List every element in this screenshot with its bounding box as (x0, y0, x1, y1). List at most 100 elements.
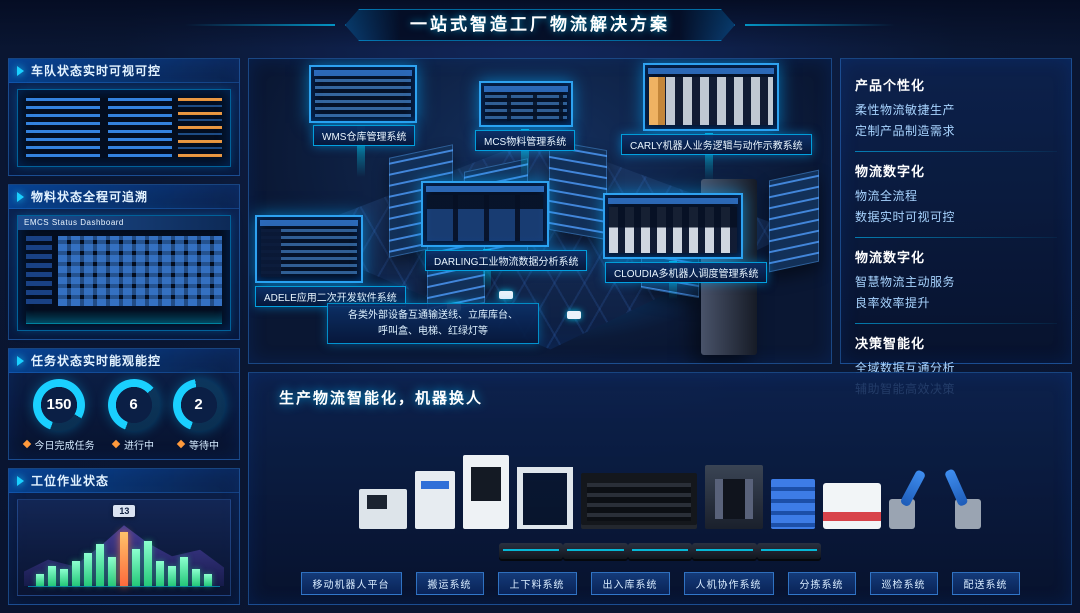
section-line: 数据实时可视可控 (855, 210, 956, 224)
equipment-bin-shelf (771, 479, 815, 529)
bar (48, 565, 56, 586)
bar (144, 540, 152, 586)
gauge-label: 等待中 (189, 440, 219, 452)
fleet-rows-grid (26, 98, 172, 158)
equipment-row (359, 419, 981, 529)
section-title-logistics-smart: 物流数字化 (855, 250, 926, 265)
chip-storage-system[interactable]: 出入库系统 (590, 572, 670, 595)
ws-bars (28, 524, 220, 587)
header-arrow-icon (17, 65, 24, 76)
gauge-completed: 150 今日完成任务 (22, 378, 95, 452)
bar-highlight (120, 532, 128, 586)
screen-label-carly: CARLY机器人业务逻辑与动作示教系统 (621, 134, 812, 155)
screen-label-cloudia: CLOUDIA多机器人调度管理系统 (605, 262, 768, 283)
section-title-product: 产品个性化 (855, 78, 926, 93)
gauge-label: 今日完成任务 (34, 440, 95, 452)
panel-fleet-status: 车队状态实时可视可控 (8, 58, 240, 176)
chip-mobile-robot-platform[interactable]: 移动机器人平台 (300, 572, 402, 595)
chip-delivery-system[interactable]: 配送系统 (951, 572, 1020, 595)
section-line: 定制产品制造需求 (855, 124, 956, 138)
chip-transport-system[interactable]: 搬运系统 (415, 572, 484, 595)
note-line-2: 呼叫盒、电梯、红绿灯等 (378, 325, 488, 337)
factory-scene-panel: WMS仓库管理系统 MCS物料管理系统 CARLY机器人业务逻辑与动作示教系统 … (248, 58, 832, 364)
diamond-bullet-icon (22, 439, 31, 449)
chip-collaboration-system[interactable]: 人机协作系统 (683, 572, 774, 595)
screen-label-mcs: MCS物料管理系统 (475, 130, 576, 151)
panel-fleet-body (17, 89, 231, 167)
panel-material-trace: 物料状态全程可追溯 EMCS Status Dashboard (8, 184, 240, 340)
section-divider (855, 237, 1057, 238)
section-line: 全域数据互通分析 (855, 361, 956, 375)
screen-cloudia (603, 193, 743, 259)
equipment-sorting-machine (581, 473, 697, 529)
panel-task-header: 任务状态实时能观能控 (9, 349, 239, 373)
equipment-headline: 生产物流智能化，机器换人 (279, 390, 484, 407)
bar (60, 569, 68, 586)
fleet-screen (17, 89, 231, 167)
gauge-ring: 150 (33, 378, 85, 431)
section-line: 智慧物流主动服务 (855, 275, 956, 289)
header-arrow-icon (17, 475, 24, 486)
section-divider (855, 323, 1057, 324)
panel-equipment: 生产物流智能化，机器换人 移动机器人平台 (248, 372, 1072, 605)
agv-cart (499, 543, 564, 559)
header-arrow-icon (17, 191, 24, 202)
gauge-label-row: 等待中 (176, 437, 219, 452)
light-beam (521, 129, 529, 177)
agv-robot (499, 291, 513, 299)
equipment-tower-cabinet (463, 455, 509, 529)
equipment-workbench (359, 489, 407, 529)
chip-sorting-system[interactable]: 分拣系统 (787, 572, 856, 595)
agv-cart (692, 543, 757, 559)
panel-fleet-header: 车队状态实时可视可控 (9, 59, 239, 83)
header-arrow-icon (17, 355, 24, 366)
gauge-in-progress: 6 进行中 (107, 378, 160, 452)
panel-task-status: 任务状态实时能观能控 150 今日完成任务 6 (8, 348, 240, 460)
emcs-status-grid (58, 236, 222, 306)
panel-value-points: 产品个性化 柔性物流敏捷生产 定制产品制造需求 物流数字化 物流全流程 数据实时… (840, 58, 1072, 396)
equipment-press-machine (705, 465, 763, 529)
agv-cart (627, 543, 693, 559)
title-wing-right (745, 24, 895, 26)
bar (180, 556, 188, 586)
emcs-screen: EMCS Status Dashboard (17, 215, 231, 331)
chip-inspection-system[interactable]: 巡检系统 (869, 572, 938, 595)
bar (192, 569, 200, 586)
section-line: 柔性物流敏捷生产 (855, 103, 956, 117)
page-title: 一站式智造工厂物流解决方案 (345, 9, 735, 41)
storage-rack (769, 169, 819, 273)
equipment-forklift-agv (823, 483, 881, 529)
bar (84, 553, 92, 586)
light-beam (357, 125, 365, 177)
emcs-sparkline (26, 310, 222, 324)
panel-task-title: 任务状态实时能观能控 (31, 354, 162, 368)
section-line: 物流全流程 (855, 189, 918, 203)
bar (72, 561, 80, 586)
section-divider (855, 151, 1057, 152)
agv-robot (567, 311, 581, 319)
bar (96, 544, 104, 586)
bar (108, 556, 116, 586)
gauge-value: 6 (129, 396, 138, 413)
screen-wms (309, 65, 417, 123)
screen-darling (421, 181, 549, 247)
chip-loading-system[interactable]: 上下料系统 (497, 572, 577, 595)
gauge-waiting: 2 等待中 (172, 378, 225, 452)
gauge-label-row: 进行中 (111, 437, 154, 452)
workstation-bar-chart: 13 (17, 499, 231, 596)
chart-tooltip: 13 (113, 505, 136, 517)
bar (36, 573, 44, 586)
bar (168, 565, 176, 586)
equipment-cabinet-machine (415, 471, 455, 529)
robot-arm (943, 468, 969, 508)
equipment-robot-arms (889, 468, 981, 529)
agv-cart-row (499, 535, 822, 559)
section-line: 良率效率提升 (855, 296, 931, 310)
task-gauges: 150 今日完成任务 6 进行中 (17, 378, 231, 452)
screen-carly (643, 63, 779, 131)
bar (156, 561, 164, 586)
panel-fleet-title: 车队状态实时可视可控 (31, 64, 162, 78)
panel-workstation-status: 工位作业状态 13 (8, 468, 240, 605)
panel-workstation-header: 工位作业状态 (9, 469, 239, 493)
